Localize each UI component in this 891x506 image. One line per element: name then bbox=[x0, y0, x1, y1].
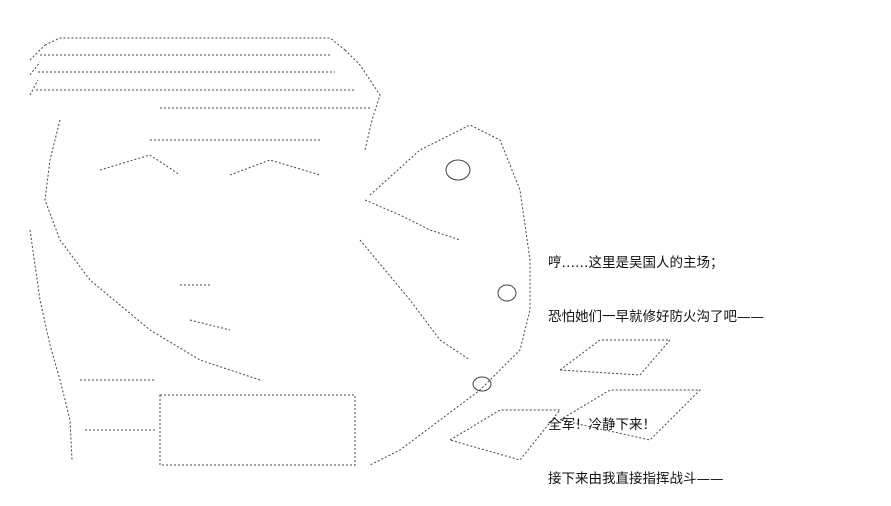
dialogue-line: 恐怕她们一早就修好防火沟了吧—— bbox=[548, 309, 764, 325]
nose-mouth bbox=[180, 284, 231, 331]
fish-eye bbox=[445, 159, 471, 181]
robe-lower-box bbox=[159, 394, 356, 466]
face-outline bbox=[44, 119, 261, 381]
hood-right-edge bbox=[344, 49, 381, 151]
fin-upper bbox=[558, 339, 672, 376]
robe-left bbox=[29, 229, 73, 461]
fish-nostril bbox=[497, 284, 517, 302]
robe-hem bbox=[80, 379, 155, 431]
eye-right bbox=[229, 159, 321, 176]
fin-tail bbox=[448, 409, 562, 461]
fish-gill bbox=[472, 376, 492, 392]
fish-back bbox=[364, 199, 461, 241]
dialogue-spacer bbox=[548, 362, 878, 380]
hood-outline bbox=[44, 37, 346, 51]
fish-mouth bbox=[359, 239, 471, 361]
dialogue-box: 哼……这里是吴国人的主场； 恐怕她们一早就修好防火沟了吧—— 全军！冷静下来！ … bbox=[548, 218, 878, 506]
eye-left bbox=[99, 154, 181, 176]
fish-body bbox=[369, 124, 531, 466]
dialogue-line: 全军！冷静下来！ bbox=[548, 417, 656, 433]
hood-left-edge bbox=[29, 44, 46, 96]
dialogue-line: 哼……这里是吴国人的主场； bbox=[548, 255, 724, 271]
fin-lower bbox=[558, 389, 702, 441]
dialogue-line: 接下来由我直接指挥战斗—— bbox=[548, 471, 724, 487]
